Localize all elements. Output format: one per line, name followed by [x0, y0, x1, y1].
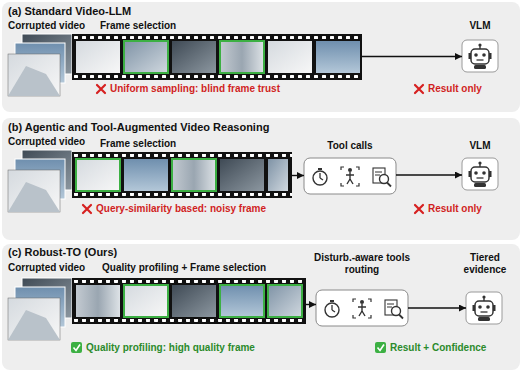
robot-icon: [462, 40, 502, 324]
video-stack: Corrupted video: [6, 18, 92, 98]
vlm-box: VLM: [455, 136, 505, 192]
note-wrap: Result + Confidence: [390, 342, 486, 354]
flow-arrow: [306, 304, 316, 305]
failure-note: Uniform sampling: blind frame trust: [110, 83, 280, 95]
shape-area: [304, 158, 396, 194]
shape-area: [462, 40, 498, 72]
node-label: Tiered evidence: [452, 252, 518, 276]
node-label: Disturb.-aware tools routing: [312, 252, 412, 276]
node-label: VLM: [455, 140, 505, 152]
node-label: Corrupted video: [8, 20, 92, 32]
success-note: Result + Confidence: [390, 342, 486, 354]
success-note: Quality profiling: high quality frame: [86, 342, 255, 354]
vlm-box: VLM: [455, 18, 505, 74]
node-label: Tool calls: [300, 140, 400, 152]
failure-note: Query-similarity based: noisy frame: [96, 203, 266, 215]
note-wrap: Result only: [428, 83, 482, 95]
flow-arrow: [292, 175, 304, 176]
node-label: Frame selection: [100, 138, 250, 150]
film-strip: Frame selection: [72, 18, 362, 80]
film-strip: Frame selection: [72, 134, 292, 198]
flow-arrow: [408, 307, 466, 308]
failure-note: Result only: [428, 83, 482, 95]
node-label: Corrupted video: [8, 136, 92, 148]
tiered-evidence-box: Tiered evidence: [452, 250, 518, 324]
film-strip: Quality profiling + Frame selection: [72, 260, 306, 324]
panel-title: (a) Standard Video-LLM: [8, 5, 488, 18]
note-wrap: Result only: [428, 203, 482, 215]
panel-title: (b) Agentic and Tool-Augmented Video Rea…: [8, 121, 488, 134]
shape-area: [8, 278, 72, 340]
shape-area: [8, 150, 72, 212]
shape-area: [462, 158, 498, 190]
note-wrap: Quality profiling: high quality frame: [86, 342, 255, 354]
flow-arrow: [362, 56, 462, 57]
node-label: Frame selection: [100, 20, 250, 32]
video-stack: Corrupted video: [6, 260, 92, 340]
panel-title: (c) Robust-TO (Ours): [8, 246, 488, 259]
failure-note: Result only: [428, 203, 482, 215]
panel: (b) Agentic and Tool-Augmented Video Rea…: [2, 118, 520, 240]
node-label: Quality profiling + Frame selection: [102, 262, 306, 274]
node-label: Corrupted video: [8, 262, 92, 274]
shape-area: [8, 34, 72, 96]
shape-area: [466, 292, 502, 324]
shape-area: [316, 290, 408, 326]
tool-box: Tool calls: [300, 136, 400, 194]
note-wrap: Query-similarity based: noisy frame: [96, 203, 266, 215]
tool-box: Disturb.-aware tools routing: [312, 250, 412, 326]
video-stack: [8, 34, 72, 340]
panel: (a) Standard Video-LLM Corrupted video Fra…: [2, 2, 520, 112]
note-wrap: Uniform sampling: blind frame trust: [110, 83, 280, 95]
video-stack: Corrupted video: [6, 134, 92, 214]
tool-icons: [304, 158, 408, 326]
flow-arrow: [396, 174, 462, 175]
cross-mark: [83, 85, 423, 213]
check-mark: [71, 342, 386, 353]
shape-area: [72, 278, 306, 324]
node-label: VLM: [455, 20, 505, 32]
shape-area: [72, 152, 292, 198]
shape-area: [72, 34, 362, 80]
